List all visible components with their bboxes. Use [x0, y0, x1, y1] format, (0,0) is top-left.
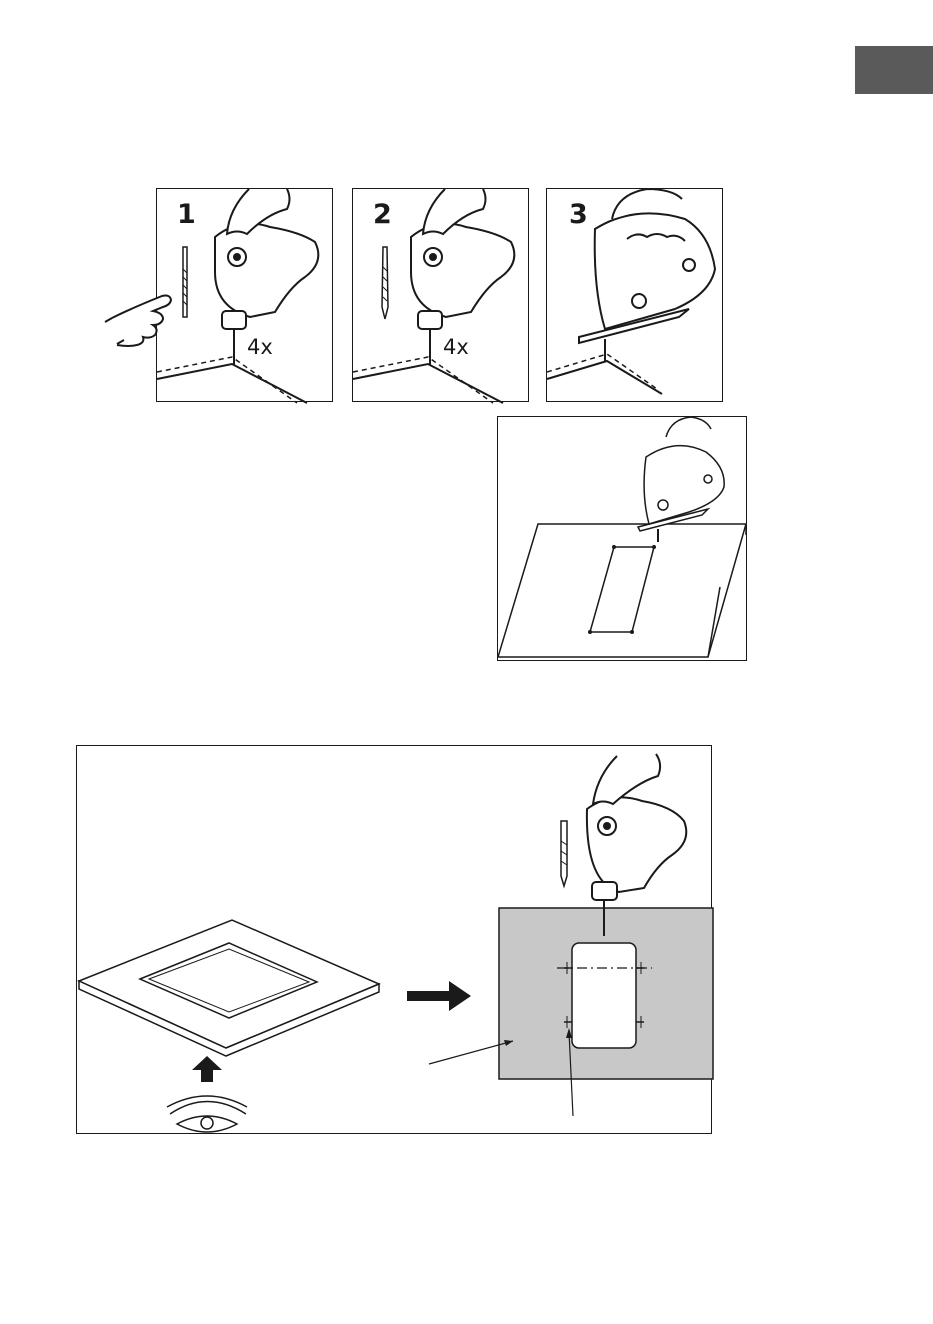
arrow-right-icon — [407, 981, 471, 1011]
cutting-panel — [497, 416, 747, 661]
marking-panel — [76, 745, 712, 1134]
cut-out-illustration — [498, 417, 748, 662]
step-2-panel: 2 4x — [352, 188, 529, 402]
template-cutout — [572, 943, 636, 1048]
hole-count: 4x — [443, 335, 469, 359]
arrow-up-icon — [192, 1056, 222, 1082]
drill-bit-icon — [382, 247, 388, 319]
step-3-panel: 3 — [546, 188, 723, 402]
marking-illustration — [77, 746, 713, 1135]
step-number: 3 — [569, 199, 588, 230]
step-number: 2 — [373, 199, 392, 230]
drill-bit-icon — [561, 821, 567, 886]
eye-icon — [167, 1096, 247, 1132]
